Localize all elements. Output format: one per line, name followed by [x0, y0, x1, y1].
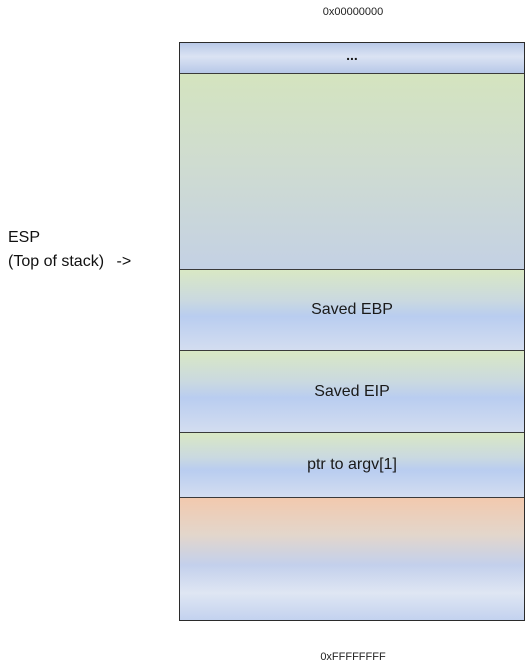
- address-low: 0x00000000: [322, 6, 384, 18]
- esp-register-label: ESP: [8, 229, 41, 246]
- esp-arrow: ->: [116, 253, 132, 270]
- stack-cell-free-space: [180, 74, 524, 270]
- stack-cell-label: Saved EBP: [311, 301, 393, 318]
- esp-description: (Top of stack): [8, 253, 105, 270]
- stack-cell-argv-pointer: ptr to argv[1]: [180, 433, 524, 498]
- address-high: 0xFFFFFFFF: [320, 651, 386, 663]
- stack-cell-saved-ebp: Saved EBP: [180, 270, 524, 351]
- stack-cell-label: ptr to argv[1]: [307, 456, 397, 473]
- stack-cell-bottom: [180, 498, 524, 620]
- stack-cell-saved-eip: Saved EIP: [180, 351, 524, 433]
- stack-frame: ... Saved EBP Saved EIP ptr to argv[1]: [179, 42, 525, 621]
- esp-pointer-label: ESP (Top of stack) ->: [8, 226, 131, 274]
- stack-cell-ellipsis: ...: [180, 43, 524, 74]
- stack-cell-label: Saved EIP: [314, 382, 390, 400]
- stack-cell-label: ...: [346, 47, 358, 63]
